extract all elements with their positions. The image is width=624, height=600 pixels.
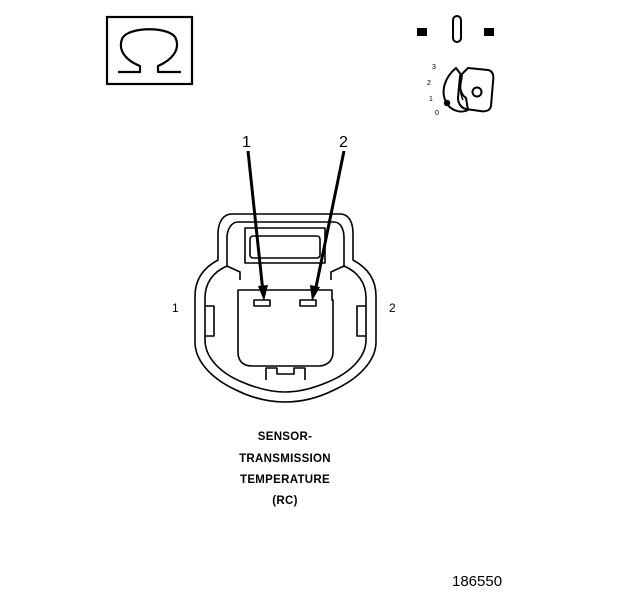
ohmmeter-symbol [105, 15, 194, 86]
disconnected-connector-icon [417, 15, 494, 43]
connector-right-plug-icon [484, 28, 494, 36]
side-label-2: 2 [389, 301, 396, 315]
caption-line-4: (RC) [272, 495, 298, 507]
ignition-key-blade [459, 77, 464, 101]
connector-outer-housing [194, 213, 377, 403]
caption-line-1: SENSOR- [257, 431, 313, 443]
connector-left-shoulder [226, 265, 241, 280]
pin-2-callout: 2 [339, 134, 348, 151]
connector-right-key [356, 305, 366, 337]
figure-id: 186550 [452, 573, 503, 590]
connector-inner-housing [204, 221, 367, 393]
connector-left-key [205, 305, 215, 337]
ignition-position-3: 3 [432, 64, 436, 71]
side-label-1: 1 [172, 301, 179, 315]
connector-right-shoulder [330, 265, 345, 280]
ignition-key-icon: 3 2 1 0 [427, 64, 495, 117]
connector-latch-inner [249, 235, 321, 259]
connector-latch-outer [244, 227, 326, 264]
connector-left-plug-icon [417, 28, 427, 36]
caption-line-3: TEMPERATURE [240, 474, 330, 486]
ignition-position-2: 2 [427, 80, 431, 87]
pin-1-callout: 1 [242, 134, 251, 151]
ohmmeter-frame [105, 15, 194, 86]
ignition-position-marker [443, 99, 451, 107]
pin-2-leader-arrow [310, 150, 346, 301]
pin-1-leader-arrow [246, 150, 268, 301]
terminal-1 [253, 299, 271, 307]
ignition-key-body [457, 67, 495, 113]
ignition-key-ring [471, 86, 483, 98]
caption-line-2: TRANSMISSION [239, 453, 331, 465]
connector-slot-icon [452, 15, 462, 43]
terminal-cavity [237, 289, 334, 367]
sensor-connector [194, 213, 377, 403]
ignition-position-0: 0 [435, 110, 439, 117]
ohm-icon [118, 28, 181, 74]
ignition-position-1: 1 [429, 96, 433, 103]
terminal-2 [299, 299, 317, 307]
connector-bottom-tab [265, 367, 306, 380]
